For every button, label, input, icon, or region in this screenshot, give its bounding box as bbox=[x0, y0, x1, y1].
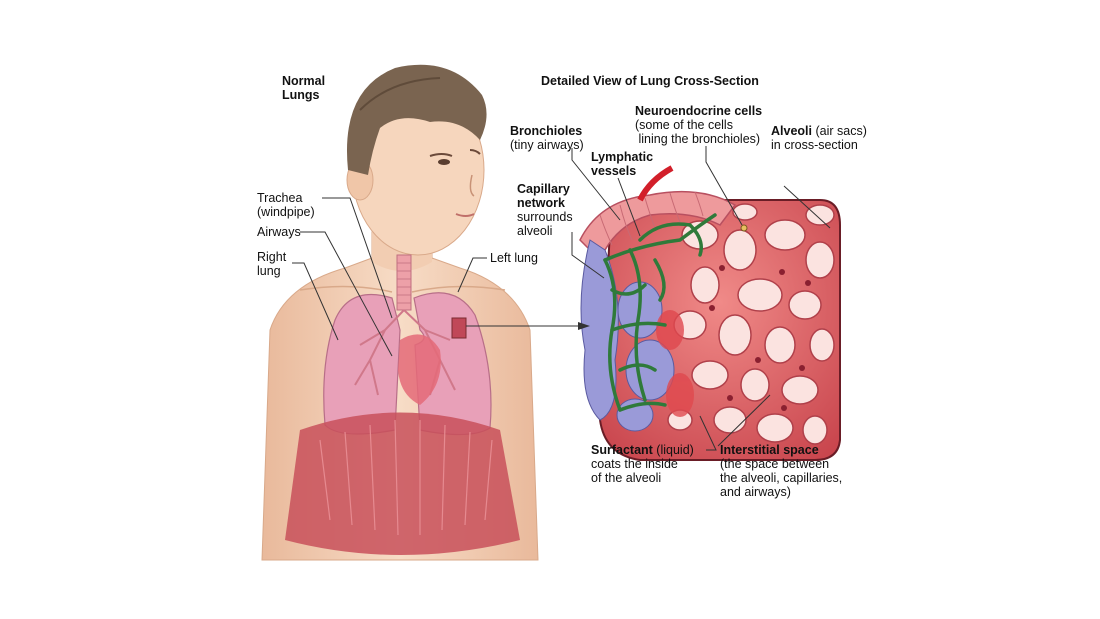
title-normal-lungs-line1: Normal bbox=[282, 74, 326, 88]
label-surfactant-line3: of the alveoli bbox=[591, 471, 662, 485]
neuroendocrine-cell-marker bbox=[740, 224, 748, 232]
label-interstitial-line4: and airways) bbox=[720, 485, 791, 499]
label-interstitial-bold: Interstitial space bbox=[720, 443, 819, 457]
label-capillary-network: Capillary network surrounds alveoli bbox=[517, 182, 573, 238]
label-left-lung: Left lung bbox=[490, 251, 538, 265]
label-lymphatic-line1: Lymphatic bbox=[591, 150, 654, 164]
title-cross-section: Detailed View of Lung Cross-Section bbox=[541, 74, 759, 88]
label-bronchioles: Bronchioles (tiny airways) bbox=[510, 124, 584, 152]
title-normal-lungs-line2: Lungs bbox=[282, 88, 320, 102]
label-lymphatic-line2: vessels bbox=[591, 164, 637, 178]
label-capillary-line2: network bbox=[517, 196, 565, 210]
label-right-lung-line1: Right bbox=[257, 250, 287, 264]
pointer-arrowhead bbox=[578, 322, 590, 330]
label-right-lung-line2: lung bbox=[257, 264, 281, 278]
interstitial-spaces bbox=[709, 265, 811, 411]
label-trachea-line1: Trachea bbox=[257, 191, 303, 205]
label-surfactant-line2: coats the inside bbox=[591, 457, 678, 471]
label-alveoli-rest2: in cross-section bbox=[771, 138, 858, 152]
label-neuro-line3: lining the bronchioles) bbox=[635, 132, 761, 146]
bronchiole-tubes bbox=[579, 190, 737, 262]
label-neuroendocrine-cells: Neuroendocrine cells (some of the cells … bbox=[635, 104, 762, 146]
label-neuro-bold: Neuroendocrine cells bbox=[635, 104, 763, 118]
label-capillary-line3: surrounds bbox=[517, 210, 573, 224]
label-airways: Airways bbox=[257, 225, 301, 239]
label-bronchioles-desc: (tiny airways) bbox=[510, 138, 584, 152]
alveoli-sacs bbox=[667, 203, 835, 445]
label-trachea-line2: (windpipe) bbox=[257, 205, 315, 219]
label-alveoli-bold: Alveoli bbox=[771, 124, 812, 138]
label-surfactant-rest1: (liquid) bbox=[652, 443, 694, 457]
label-bronchioles-bold: Bronchioles bbox=[510, 124, 583, 138]
label-interstitial-line2: (the space between bbox=[720, 457, 830, 471]
label-alveoli-rest1: (air sacs) bbox=[812, 124, 867, 138]
label-interstitial-space: Interstitial space (the space between th… bbox=[720, 443, 842, 499]
lung-cross-section bbox=[579, 165, 841, 461]
label-interstitial-line3: the alveoli, capillaries, bbox=[720, 471, 843, 485]
label-surfactant: Surfactant (liquid) coats the inside of … bbox=[591, 443, 694, 485]
label-neuro-line2: (some of the cells bbox=[635, 118, 733, 132]
label-capillary-line1: Capillary bbox=[517, 182, 570, 196]
label-right-lung: Right lung bbox=[257, 250, 286, 278]
leader-lines bbox=[292, 146, 831, 451]
label-alveoli: Alveoli (air sacs) in cross-section bbox=[771, 124, 867, 152]
title-normal-lungs: Normal Lungs bbox=[282, 74, 325, 102]
artery bbox=[637, 165, 674, 202]
label-trachea: Trachea (windpipe) bbox=[257, 191, 315, 219]
label-capillary-line4: alveoli bbox=[517, 224, 553, 238]
label-surfactant-bold: Surfactant bbox=[591, 443, 653, 457]
lungs bbox=[285, 254, 520, 555]
capillary-network bbox=[603, 213, 717, 412]
label-lymphatic-vessels: Lymphatic vessels bbox=[591, 150, 653, 178]
